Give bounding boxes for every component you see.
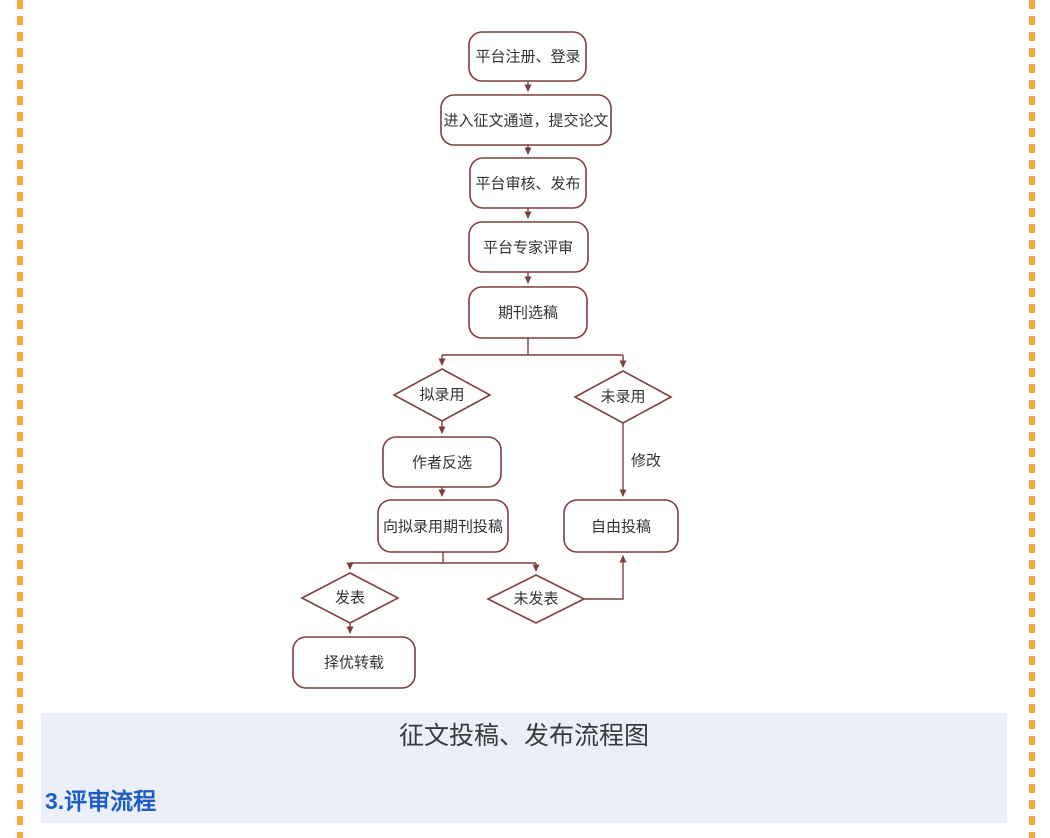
node-platform-expert-review: 平台专家评审 [468, 221, 589, 273]
node-label: 作者反选 [412, 455, 472, 472]
node-label: 发表 [335, 590, 365, 607]
node-not-published: 未发表 [486, 574, 586, 624]
flowchart-edges [346, 81, 627, 634]
node-label: 未录用 [600, 389, 645, 406]
figure-caption: 征文投稿、发布流程图 [398, 722, 649, 750]
node-platform-review-publish: 平台审核、发布 [469, 157, 587, 209]
node-label: 平台注册、登录 [475, 49, 580, 66]
left-dashed-border [17, 0, 23, 838]
node-label: 择优转载 [324, 655, 384, 672]
node-label: 平台审核、发布 [475, 176, 580, 193]
right-dashed-border [1029, 0, 1035, 838]
node-label: 自由投稿 [591, 519, 651, 536]
submission-flowchart: 平台注册、登录 进入征文通道，提交论文 平台审核、发布 平台专家评审 期刊选稿 … [292, 31, 679, 689]
node-selective-reprint: 择优转载 [292, 636, 416, 689]
node-label: 期刊选稿 [498, 305, 558, 322]
node-author-reverse-select: 作者反选 [382, 436, 502, 488]
node-label: 进入征文通道，提交论文 [443, 112, 608, 130]
edge-label-modify: 修改 [631, 453, 661, 470]
node-not-accepted: 未录用 [573, 370, 673, 424]
node-published: 发表 [300, 572, 400, 624]
node-journal-selection: 期刊选稿 [468, 286, 588, 339]
node-label: 向拟录用期刊投稿 [383, 519, 503, 536]
node-label: 未发表 [513, 591, 558, 608]
caption-bar: 征文投稿、发布流程图 3.评审流程 [41, 713, 1007, 823]
node-label: 平台专家评审 [483, 240, 573, 257]
node-submit-to-proposed-journal: 向拟录用期刊投稿 [377, 499, 509, 553]
node-proposed-accept: 拟录用 [392, 368, 492, 422]
node-enter-channel-submit-paper: 进入征文通道，提交论文 [440, 94, 612, 146]
node-label: 拟录用 [419, 387, 464, 404]
section-heading: 3.评审流程 [45, 788, 157, 814]
node-platform-register-login: 平台注册、登录 [468, 31, 587, 82]
node-free-submission: 自由投稿 [563, 499, 679, 553]
